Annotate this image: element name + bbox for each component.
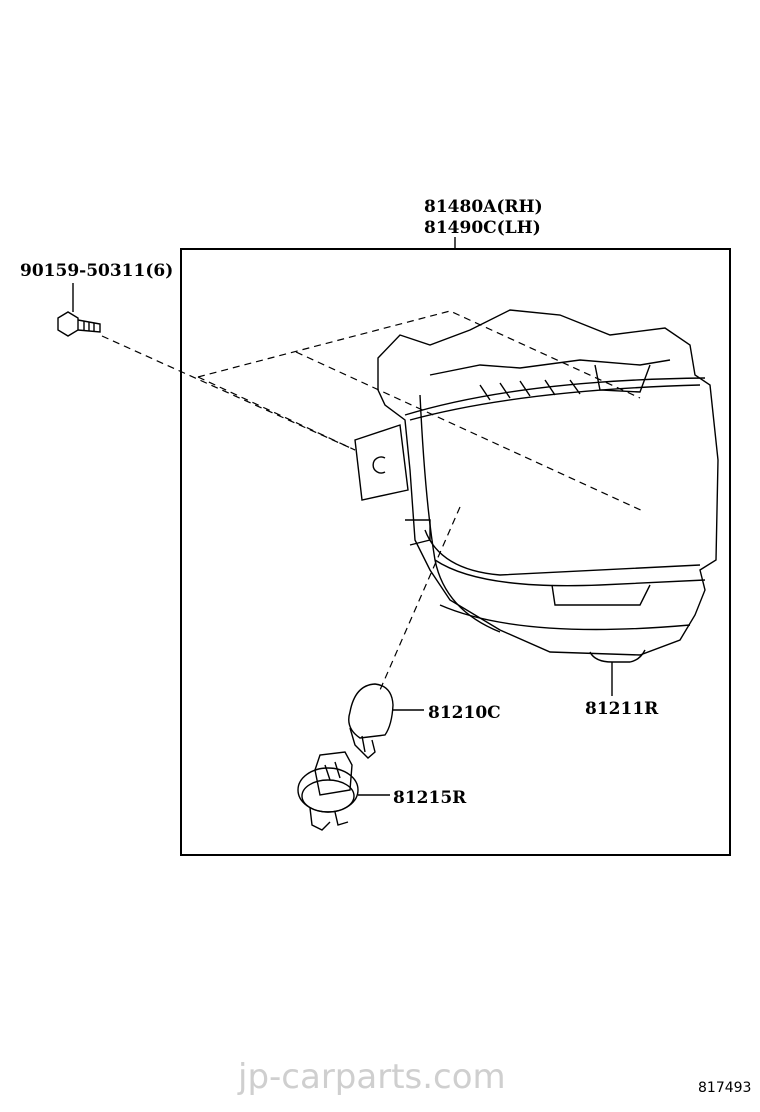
label-socket: 81215R (393, 788, 467, 808)
assembly-frame (180, 248, 731, 856)
fog-lamp-assembly (354, 309, 719, 663)
label-assembly-rh: 81480A(RH) (424, 197, 543, 217)
watermark: jp-carparts.com (237, 1057, 506, 1097)
socket-icon (297, 751, 359, 831)
label-lamp-part: 81211R (585, 699, 659, 719)
label-assembly-lh: 81490C(LH) (424, 218, 541, 238)
label-bolt: 90159-50311(6) (20, 261, 173, 281)
diagram-code: 817493 (698, 1080, 751, 1096)
bulb-icon (348, 683, 394, 759)
bolt-icon (57, 311, 101, 337)
label-bulb: 81210C (428, 703, 501, 723)
